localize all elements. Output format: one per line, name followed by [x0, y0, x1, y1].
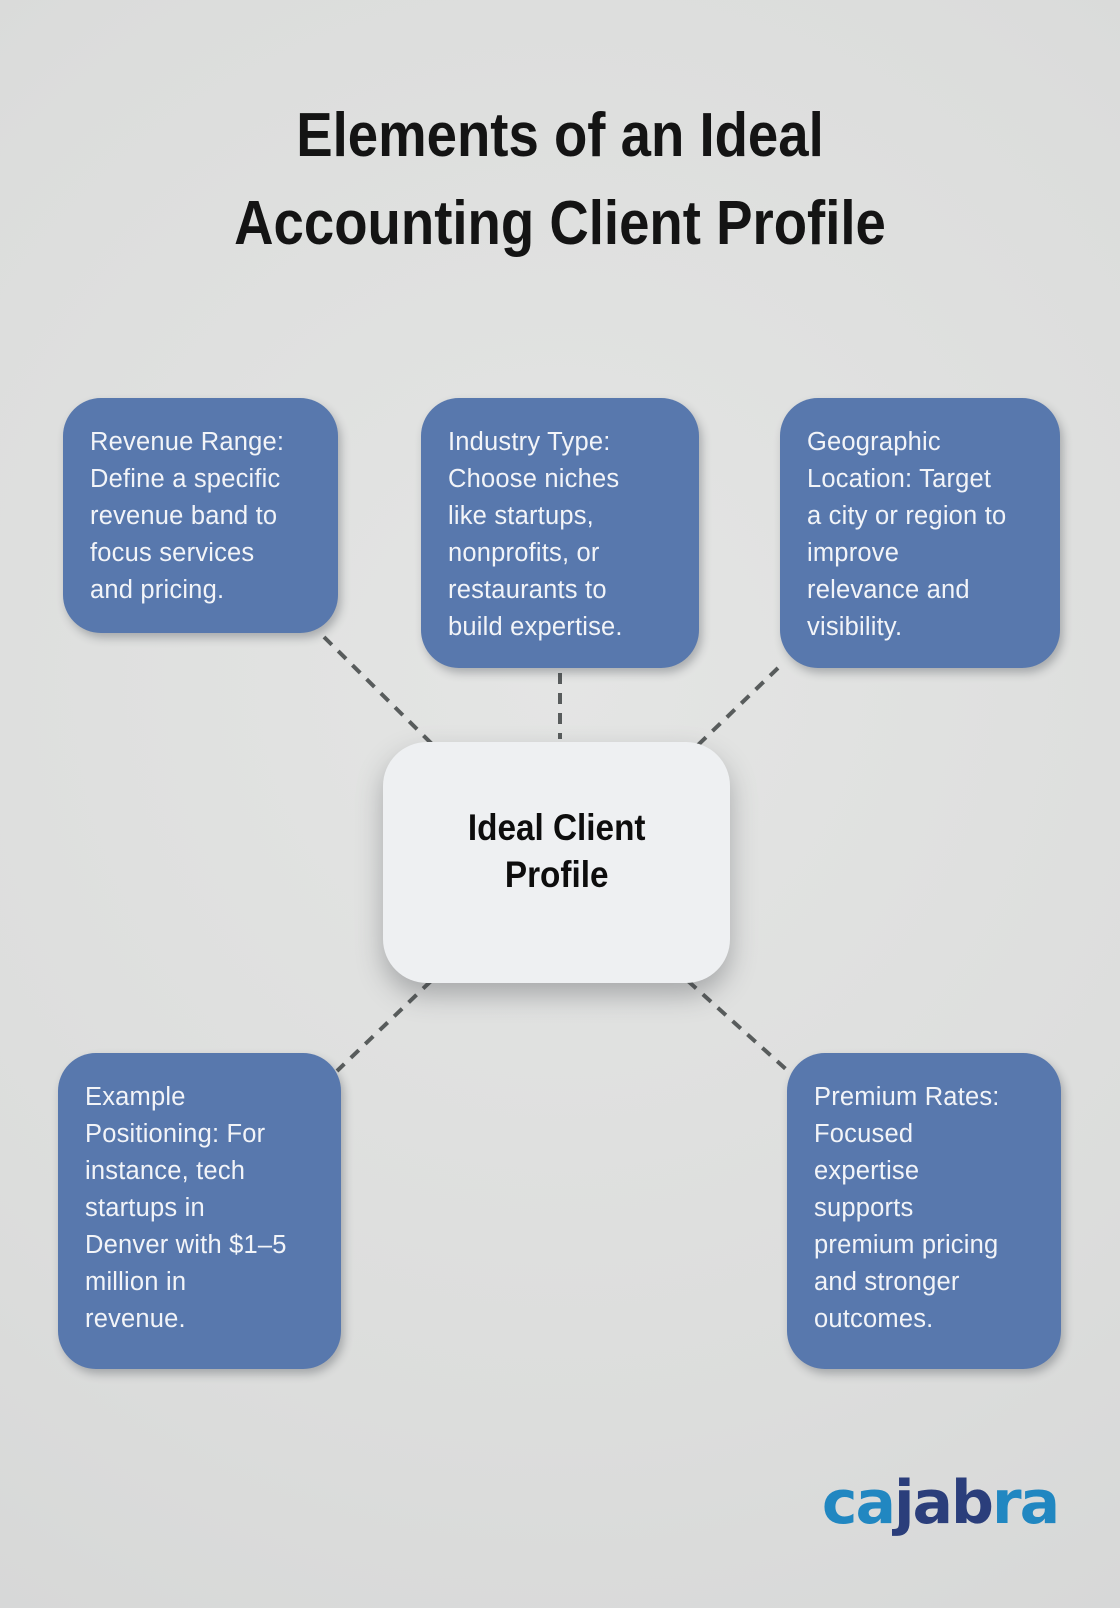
- logo-segment-light: ra: [992, 1468, 1060, 1538]
- logo-segment-dark: jab: [893, 1468, 994, 1538]
- connector-line-revenue-range: [322, 635, 435, 747]
- connector-line-example-positioning: [335, 979, 433, 1073]
- page-title: Elements of an Ideal Accounting Client P…: [234, 101, 886, 258]
- connector-line-geographic-location: [695, 666, 780, 748]
- node-example-positioning-text: Example Positioning: For instance, tech …: [85, 1083, 287, 1333]
- cajabra-logo: cajabra: [820, 1468, 1060, 1538]
- node-revenue-range: Revenue Range: Define a specific revenue…: [63, 398, 338, 633]
- node-premium-rates-text: Premium Rates: Focused expertise support…: [814, 1083, 1000, 1333]
- center-node-label: Ideal Client Profile: [467, 806, 646, 895]
- logo-segment-light: ca: [821, 1468, 896, 1538]
- node-geographic-location-text: Geographic Location: Target a city or re…: [807, 428, 1007, 641]
- node-industry-type-text: Industry Type: Choose niches like startu…: [448, 428, 623, 641]
- node-geographic-location: Geographic Location: Target a city or re…: [780, 398, 1060, 668]
- node-industry-type: Industry Type: Choose niches like startu…: [421, 398, 699, 668]
- node-premium-rates: Premium Rates: Focused expertise support…: [787, 1053, 1061, 1369]
- center-node: Ideal Client Profile: [383, 742, 730, 983]
- node-revenue-range-text: Revenue Range: Define a specific revenue…: [90, 428, 285, 604]
- node-example-positioning: Example Positioning: For instance, tech …: [58, 1053, 341, 1369]
- connector-line-premium-rates: [686, 979, 790, 1073]
